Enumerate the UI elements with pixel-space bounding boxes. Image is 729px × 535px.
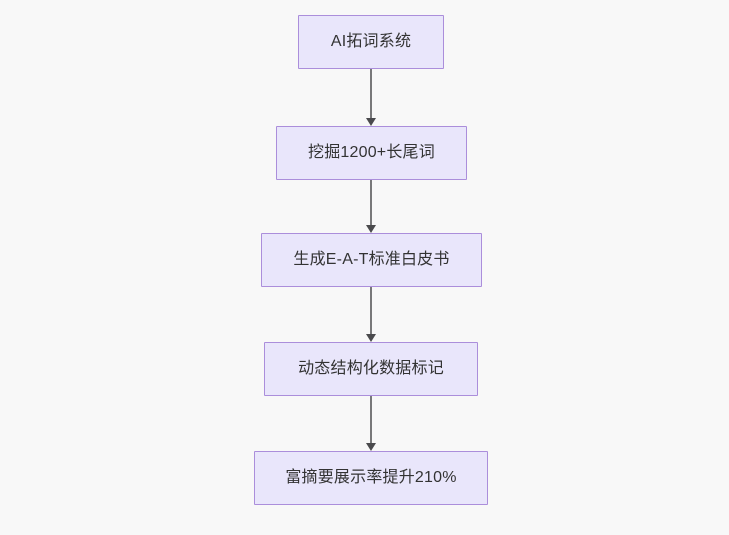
edge-line <box>370 180 372 225</box>
flow-node-longtail-keywords[interactable]: 挖掘1200+长尾词 <box>276 126 467 180</box>
edge-line <box>370 287 372 334</box>
flow-node-structured-data-markup[interactable]: 动态结构化数据标记 <box>264 342 478 396</box>
flow-node-label: 生成E-A-T标准白皮书 <box>293 251 450 269</box>
edge-line <box>370 69 372 118</box>
arrowhead-icon <box>366 225 376 233</box>
flow-node-rich-snippet-result[interactable]: 富摘要展示率提升210% <box>254 451 488 505</box>
arrowhead-icon <box>366 443 376 451</box>
flow-node-ai-keyword-system[interactable]: AI拓词系统 <box>298 15 444 69</box>
arrowhead-icon <box>366 334 376 342</box>
flow-node-label: AI拓词系统 <box>330 33 412 51</box>
flow-node-label: 挖掘1200+长尾词 <box>308 144 435 162</box>
arrowhead-icon <box>366 118 376 126</box>
flow-node-label: 富摘要展示率提升210% <box>285 469 457 487</box>
edge-line <box>370 396 372 443</box>
flow-node-label: 动态结构化数据标记 <box>298 360 444 378</box>
flow-node-eat-whitepaper[interactable]: 生成E-A-T标准白皮书 <box>261 233 482 287</box>
